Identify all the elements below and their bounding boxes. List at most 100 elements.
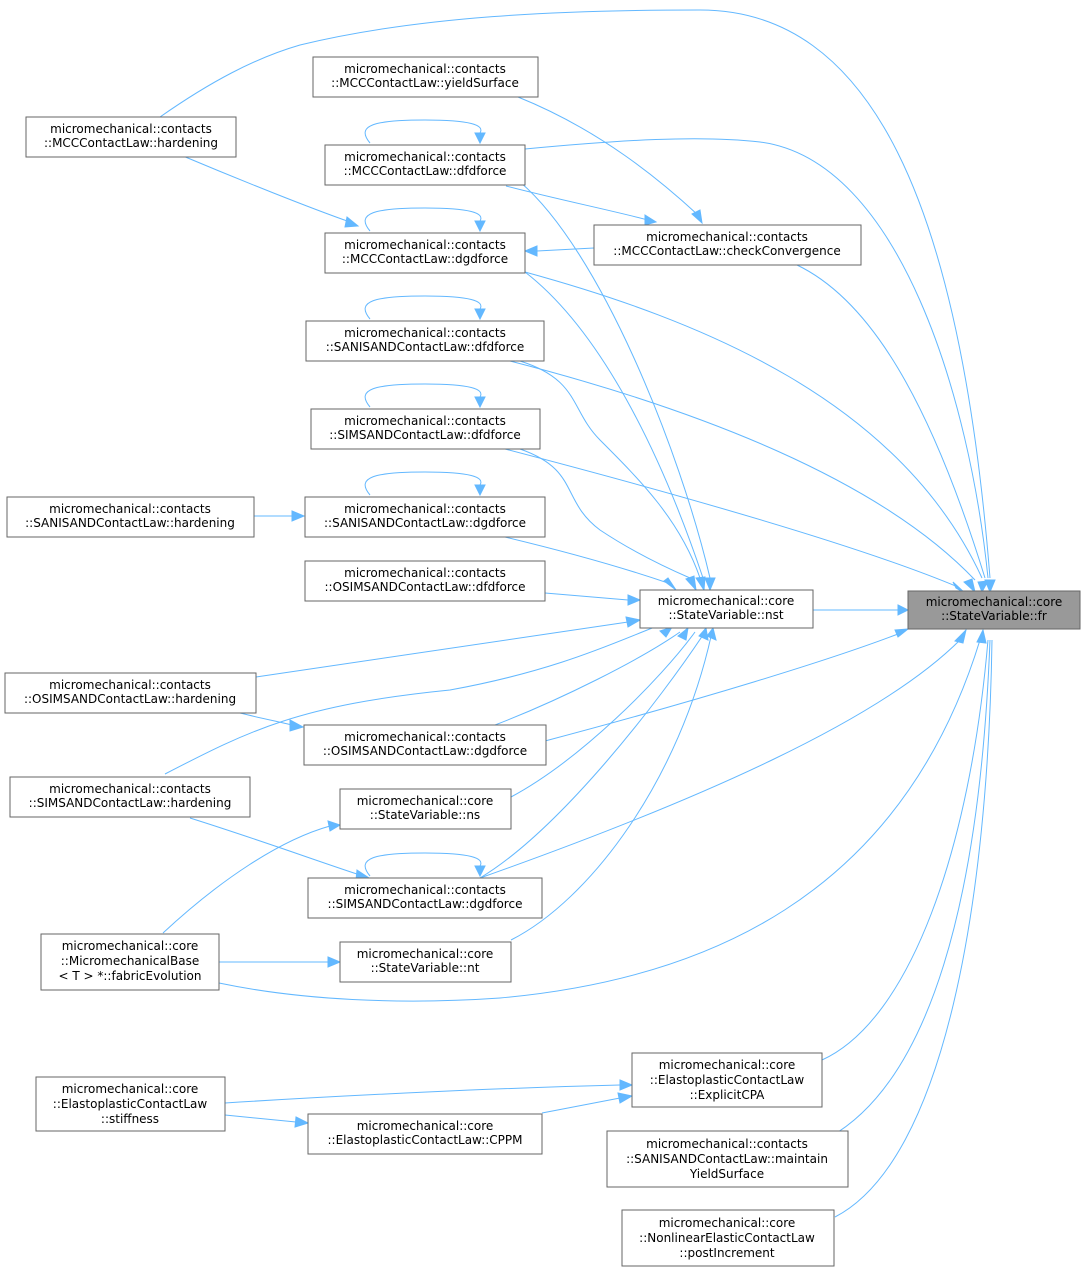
arrowhead-cppm: [294, 1116, 310, 1128]
node-label-line: ::SIMSANDContactLaw::dgdforce: [328, 897, 523, 911]
arrowhead-mcc-dgdforce-from-hardening: [344, 216, 360, 228]
edge-osim-dfdforce-to-nst: [544, 592, 629, 601]
node-label-line: micromechanical::contacts: [646, 230, 808, 244]
node-label-line: micromechanical::contacts: [49, 502, 211, 516]
arrowhead-explicit-b: [617, 1092, 634, 1104]
edge-sim-dgdforce-to-nst: [479, 631, 706, 879]
node-mcc-dgdforce[interactable]: micromechanical::contacts ::MCCContactLa…: [324, 232, 526, 274]
node-label-line: micromechanical::contacts: [344, 502, 506, 516]
node-label-line: micromechanical::contacts: [344, 326, 506, 340]
node-label-line: ::SANISANDContactLaw::dfdforce: [326, 340, 525, 354]
node-label-line: micromechanical::contacts: [344, 730, 506, 744]
node-label-line: ::ExplicitCPA: [690, 1088, 766, 1102]
node-mcc-yieldsurface[interactable]: micromechanical::contacts ::MCCContactLa…: [312, 56, 539, 98]
node-label-line: ::postIncrement: [679, 1246, 774, 1260]
edge-ns-to-nst: [510, 631, 696, 798]
node-mcc-hardening[interactable]: micromechanical::contacts ::MCCContactLa…: [25, 116, 237, 158]
node-label-line: micromechanical::core: [658, 594, 795, 608]
node-label-line: ::StateVariable::nt: [371, 961, 480, 975]
node-label-line: ::SIMSANDContactLaw::dfdforce: [329, 428, 521, 442]
arrowhead-loop-sani-dgdforce: [474, 484, 486, 497]
node-label-line: micromechanical::contacts: [344, 883, 506, 897]
node-label-line: ::SANISANDContactLaw::hardening: [25, 516, 235, 530]
arrowhead-nst-c: [685, 575, 697, 592]
edge-mcc-dgdforce-to-nst: [524, 271, 704, 579]
node-statevariable-ns[interactable]: micromechanical::core ::StateVariable::n…: [339, 788, 512, 830]
arrowhead-loop-sani-dfdforce: [474, 308, 486, 321]
node-label-line: ::ElastoplasticContactLaw::CPPM: [327, 1133, 522, 1147]
node-label-line: micromechanical::core: [357, 947, 494, 961]
node-label-line: micromechanical::contacts: [344, 62, 506, 76]
edge-osim-hardening-to-osim-dgdforce: [239, 712, 293, 726]
node-sanisand-dgdforce[interactable]: micromechanical::contacts ::SANISANDCont…: [304, 496, 546, 538]
node-label-line: micromechanical::contacts: [344, 414, 506, 428]
node-simsand-hardening[interactable]: micromechanical::contacts ::SIMSANDConta…: [9, 776, 251, 818]
arrowhead-fr-c: [963, 578, 976, 594]
call-graph-nodes: micromechanical::core ::StateVariable::f…: [4, 56, 1081, 1267]
node-label-line: micromechanical::contacts: [49, 678, 211, 692]
node-label-line: micromechanical::core: [357, 794, 494, 808]
arrowhead-loop-mcc-dfdforce: [474, 132, 486, 145]
arrowhead-nst-j: [706, 626, 717, 641]
arrowhead-nst-i: [698, 626, 709, 641]
node-explicitcpa[interactable]: micromechanical::core ::ElastoplasticCon…: [631, 1052, 823, 1108]
edge-maintain-to-fr: [829, 639, 991, 1138]
node-statevariable-nt[interactable]: micromechanical::core ::StateVariable::n…: [339, 941, 512, 983]
edge-osim-hardening-to-nst: [255, 621, 629, 678]
node-label-line: ::MCCContactLaw::yieldSurface: [331, 76, 519, 90]
arrowhead-ns: [327, 820, 342, 832]
arrowhead-fr-f: [894, 628, 910, 638]
arrowhead-nt: [327, 956, 342, 968]
edge-nt-to-nst: [510, 631, 713, 941]
node-label-line: micromechanical::core: [62, 1082, 199, 1096]
node-label-line: ::SIMSANDContactLaw::hardening: [29, 796, 232, 810]
edge-sim-dfdforce-to-fr: [504, 448, 959, 588]
node-label-line: micromechanical::core: [659, 1216, 796, 1230]
node-label-line: ::OSIMSANDContactLaw::hardening: [24, 692, 236, 706]
node-statevariable-nst[interactable]: micromechanical::core ::StateVariable::n…: [639, 589, 814, 629]
node-fabricevolution[interactable]: micromechanical::core ::MicromechanicalB…: [40, 933, 220, 991]
edge-mcc-hardening-to-mcc-dgdforce: [182, 155, 351, 223]
node-osimsand-dgdforce[interactable]: micromechanical::contacts ::OSIMSANDCont…: [303, 724, 547, 766]
self-loop-sani-dgdforce: [364, 471, 482, 496]
node-osimsand-dfdforce[interactable]: micromechanical::contacts ::OSIMSANDCont…: [304, 560, 546, 602]
node-mcc-checkconvergence[interactable]: micromechanical::contacts ::MCCContactLa…: [593, 224, 862, 266]
node-statevariable-fr[interactable]: micromechanical::core ::StateVariable::f…: [907, 590, 1081, 630]
arrowhead-mcc-dgdforce: [523, 245, 538, 257]
self-loop-sani-dfdforce: [364, 295, 482, 320]
node-label-line: < T > *::fabricEvolution: [59, 969, 202, 983]
node-label-line: micromechanical::contacts: [344, 150, 506, 164]
arrowhead-fr-e: [897, 604, 910, 616]
edge-explicit-to-fr: [821, 639, 989, 1061]
self-loop-mcc-dfdforce: [364, 119, 482, 144]
node-simsand-dfdforce[interactable]: micromechanical::contacts ::SIMSANDConta…: [310, 408, 541, 450]
node-label-line: micromechanical::contacts: [344, 566, 506, 580]
arrowhead-loop-sim-dgdforce: [474, 865, 486, 878]
node-maintain-yieldsurface[interactable]: micromechanical::contacts ::SANISANDCont…: [606, 1130, 849, 1188]
arrowhead-loop-mcc-dgdforce: [474, 220, 486, 233]
arrowhead-sani-dgdforce: [291, 510, 306, 522]
arrowhead-nst-d: [663, 577, 677, 591]
edge-fabric-to-fr: [218, 639, 981, 1002]
node-postincrement[interactable]: micromechanical::core ::NonlinearElastic…: [621, 1209, 835, 1267]
node-sanisand-hardening[interactable]: micromechanical::contacts ::SANISANDCont…: [6, 496, 255, 538]
node-label-line: ::MCCContactLaw::hardening: [44, 136, 218, 150]
call-graph-edges: [159, 9, 993, 1218]
arrowhead-nst-g: [659, 626, 674, 638]
node-sanisand-dfdforce[interactable]: micromechanical::contacts ::SANISANDCont…: [305, 320, 545, 362]
node-osimsand-hardening[interactable]: micromechanical::contacts ::OSIMSANDCont…: [4, 672, 257, 714]
node-mcc-dfdforce[interactable]: micromechanical::contacts ::MCCContactLa…: [324, 144, 526, 186]
edge-mcc-dfdforce-to-fr: [524, 138, 989, 579]
node-label-line: micromechanical::core: [926, 595, 1063, 609]
arrowhead-checkconvergence-b: [644, 214, 658, 226]
node-stiffness[interactable]: micromechanical::core ::ElastoplasticCon…: [35, 1076, 226, 1132]
arrowhead-fr-g: [954, 628, 967, 644]
edge-fabric-to-ns: [162, 825, 331, 934]
node-label-line: ::OSIMSANDContactLaw::dgdforce: [323, 744, 527, 758]
arrowhead-fr-a: [984, 579, 996, 594]
node-cppm[interactable]: micromechanical::core ::ElastoplasticCon…: [307, 1113, 543, 1155]
edge-sani-dfdforce-to-nst: [519, 360, 701, 579]
node-simsand-dgdforce[interactable]: micromechanical::contacts ::SIMSANDConta…: [307, 877, 543, 919]
node-label-line: micromechanical::contacts: [49, 782, 211, 796]
